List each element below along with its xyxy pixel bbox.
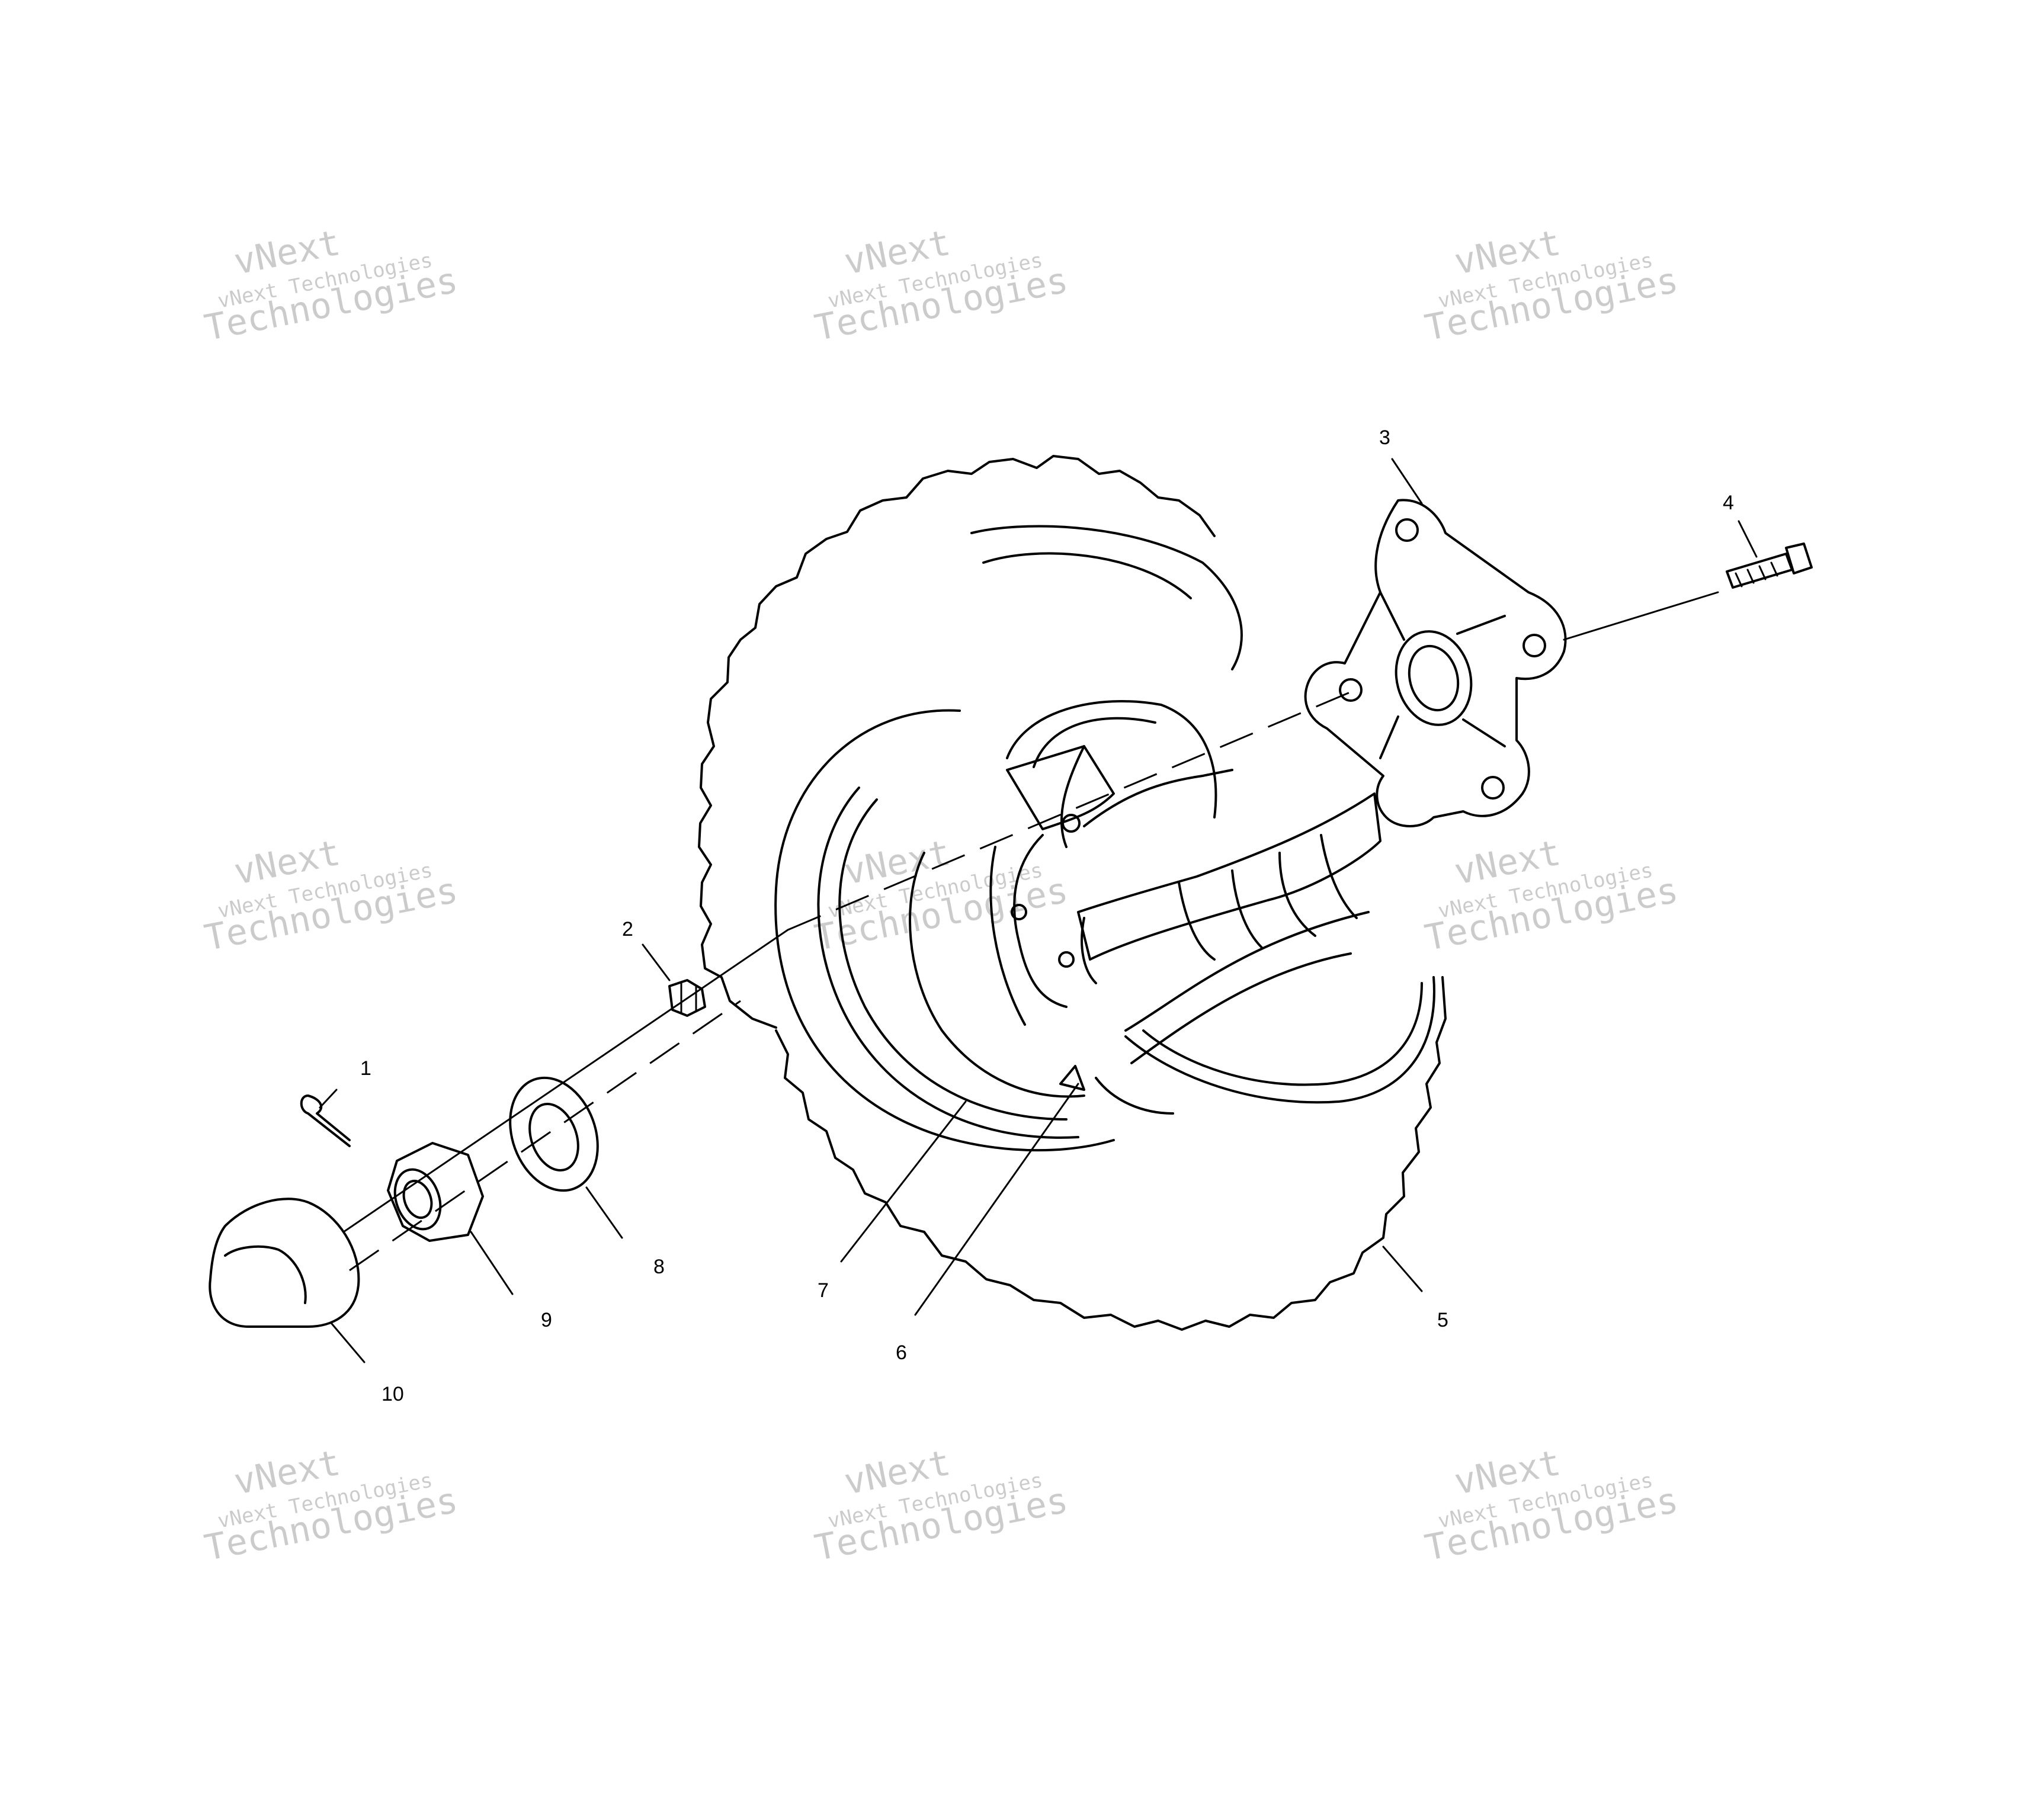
hub-part (1304, 499, 1567, 827)
callout-2: 2 (622, 918, 633, 941)
callout-labels: 1 2 3 4 5 6 7 8 9 10 (360, 426, 1734, 1405)
dust-cap-part (209, 1198, 360, 1328)
watermark: vNext Technologies vNext Technologies (1422, 832, 1682, 959)
watermark: vNext Technologies vNext Technologies (812, 222, 1072, 349)
lug-nut-part (668, 979, 706, 1017)
bolt-part (1726, 543, 1813, 589)
castle-nut-part (387, 1142, 484, 1242)
inner-tube-part (1006, 700, 1381, 1115)
watermark: vNext Technologies vNext Technologies (1422, 222, 1682, 349)
callout-1: 1 (360, 1057, 371, 1080)
callout-5: 5 (1437, 1309, 1448, 1331)
rim-part (774, 709, 1115, 1152)
callout-7: 7 (818, 1279, 829, 1302)
watermark: vNext Technologies vNext Technologies (201, 222, 461, 349)
watermark: vNext Technologies vNext Technologies (201, 1442, 461, 1569)
callout-6: 6 (896, 1341, 907, 1364)
watermark: vNext Technologies vNext Technologies (812, 1442, 1072, 1569)
callout-8: 8 (653, 1256, 665, 1278)
watermark: vNext Technologies vNext Technologies (201, 832, 461, 959)
watermark: vNext Technologies vNext Technologies (1422, 1442, 1682, 1569)
cotter-pin-part (300, 1094, 351, 1147)
callout-10: 10 (382, 1383, 404, 1405)
washer-part (509, 1076, 599, 1192)
callout-9: 9 (541, 1309, 552, 1331)
watermarks: vNext Technologies vNext Technologies vN… (201, 222, 1682, 1569)
callout-4: 4 (1723, 492, 1734, 514)
leader-lines (319, 458, 1758, 1363)
callout-3: 3 (1379, 426, 1390, 449)
tire-part (698, 455, 1447, 1331)
